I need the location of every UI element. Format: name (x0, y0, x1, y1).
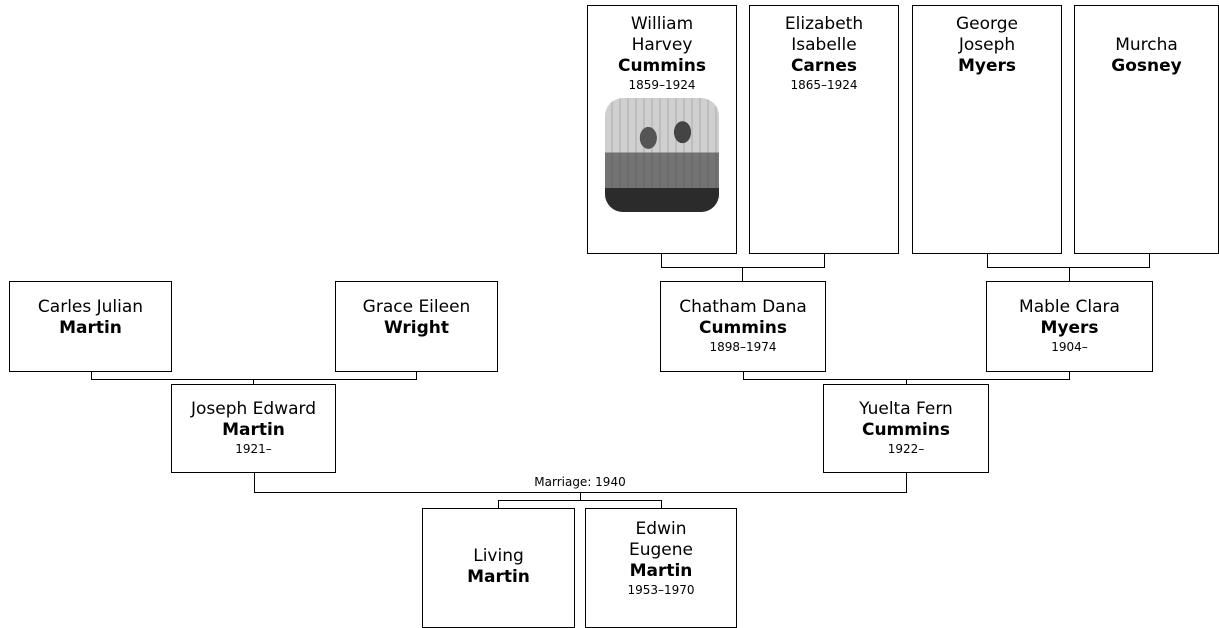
surname: Cummins (861, 420, 951, 440)
surname: Cummins (698, 318, 788, 338)
connector-line (987, 254, 988, 267)
person-living-martin[interactable]: Living Martin (422, 508, 575, 628)
surname: Carnes (790, 56, 858, 76)
given-name: Mable Clara (1019, 297, 1120, 317)
surname: Wright (383, 318, 450, 338)
person-murcha-gosney[interactable]: Murcha Gosney (1074, 5, 1219, 254)
given-name: Edwin Eugene (629, 519, 693, 560)
surname: Cummins (617, 56, 707, 76)
connector-line (498, 500, 499, 508)
life-dates: 1859–1924 (628, 78, 696, 92)
connector-line (661, 267, 825, 268)
person-yuelta-fern-cummins[interactable]: Yuelta Fern Cummins 1922– (823, 384, 989, 473)
connector-line (906, 379, 907, 384)
life-dates: 1865–1924 (790, 78, 858, 92)
family-photo (605, 98, 719, 212)
connector-line (743, 372, 744, 379)
person-william-harvey-cummins[interactable]: William Harvey Cummins 1859–1924 (587, 5, 737, 254)
given-name: Carles Julian (37, 297, 144, 317)
surname: Martin (59, 318, 122, 338)
connector-line (580, 492, 581, 500)
given-name: Chatham Dana (679, 297, 807, 317)
person-grace-eileen-wright[interactable]: Grace Eileen Wright (335, 281, 498, 372)
life-dates: 1922– (887, 442, 925, 456)
surname: Myers (957, 56, 1017, 76)
connector-line (661, 254, 662, 267)
given-name: Living (473, 546, 524, 566)
surname: Gosney (1111, 56, 1182, 76)
given-name: Elizabeth Isabelle (784, 14, 864, 55)
marriage-label: Marriage: 1940 (518, 474, 642, 490)
person-mable-clara-myers[interactable]: Mable Clara Myers 1904– (986, 281, 1153, 372)
connector-line (1069, 372, 1070, 379)
life-dates: 1921– (235, 442, 272, 456)
connector-line (1069, 267, 1070, 281)
connector-line (254, 473, 255, 492)
given-name: Grace Eileen (362, 297, 471, 317)
given-name: Yuelta Fern (859, 399, 953, 419)
person-george-joseph-myers[interactable]: George Joseph Myers (912, 5, 1062, 254)
connector-line (824, 254, 825, 267)
life-dates: 1904– (1051, 340, 1088, 354)
connector-line (987, 267, 1150, 268)
connector-line (742, 267, 743, 281)
given-name: William Harvey (630, 14, 694, 55)
given-name: Joseph Edward (190, 399, 317, 419)
given-name: Murcha (1115, 35, 1178, 55)
connector-line (906, 473, 907, 492)
connector-line (91, 379, 417, 380)
person-joseph-edward-martin[interactable]: Joseph Edward Martin 1921– (171, 384, 336, 473)
connector-line (1149, 254, 1150, 267)
life-dates: 1898–1974 (709, 340, 777, 354)
person-elizabeth-isabelle-carnes[interactable]: Elizabeth Isabelle Carnes 1865–1924 (749, 5, 899, 254)
person-carles-julian-martin[interactable]: Carles Julian Martin (9, 281, 172, 372)
person-chatham-dana-cummins[interactable]: Chatham Dana Cummins 1898–1974 (660, 281, 826, 372)
life-dates: 1953–1970 (627, 583, 695, 597)
surname: Martin (222, 420, 285, 440)
person-edwin-eugene-martin[interactable]: Edwin Eugene Martin 1953–1970 (585, 508, 737, 628)
connector-line (498, 500, 662, 501)
connector-line (661, 500, 662, 508)
given-name: George Joseph (956, 14, 1018, 55)
surname: Martin (629, 561, 693, 581)
surname: Myers (1040, 318, 1099, 338)
surname: Martin (467, 567, 530, 587)
connector-line (416, 372, 417, 379)
connector-line (91, 372, 92, 379)
connector-line (253, 379, 254, 384)
